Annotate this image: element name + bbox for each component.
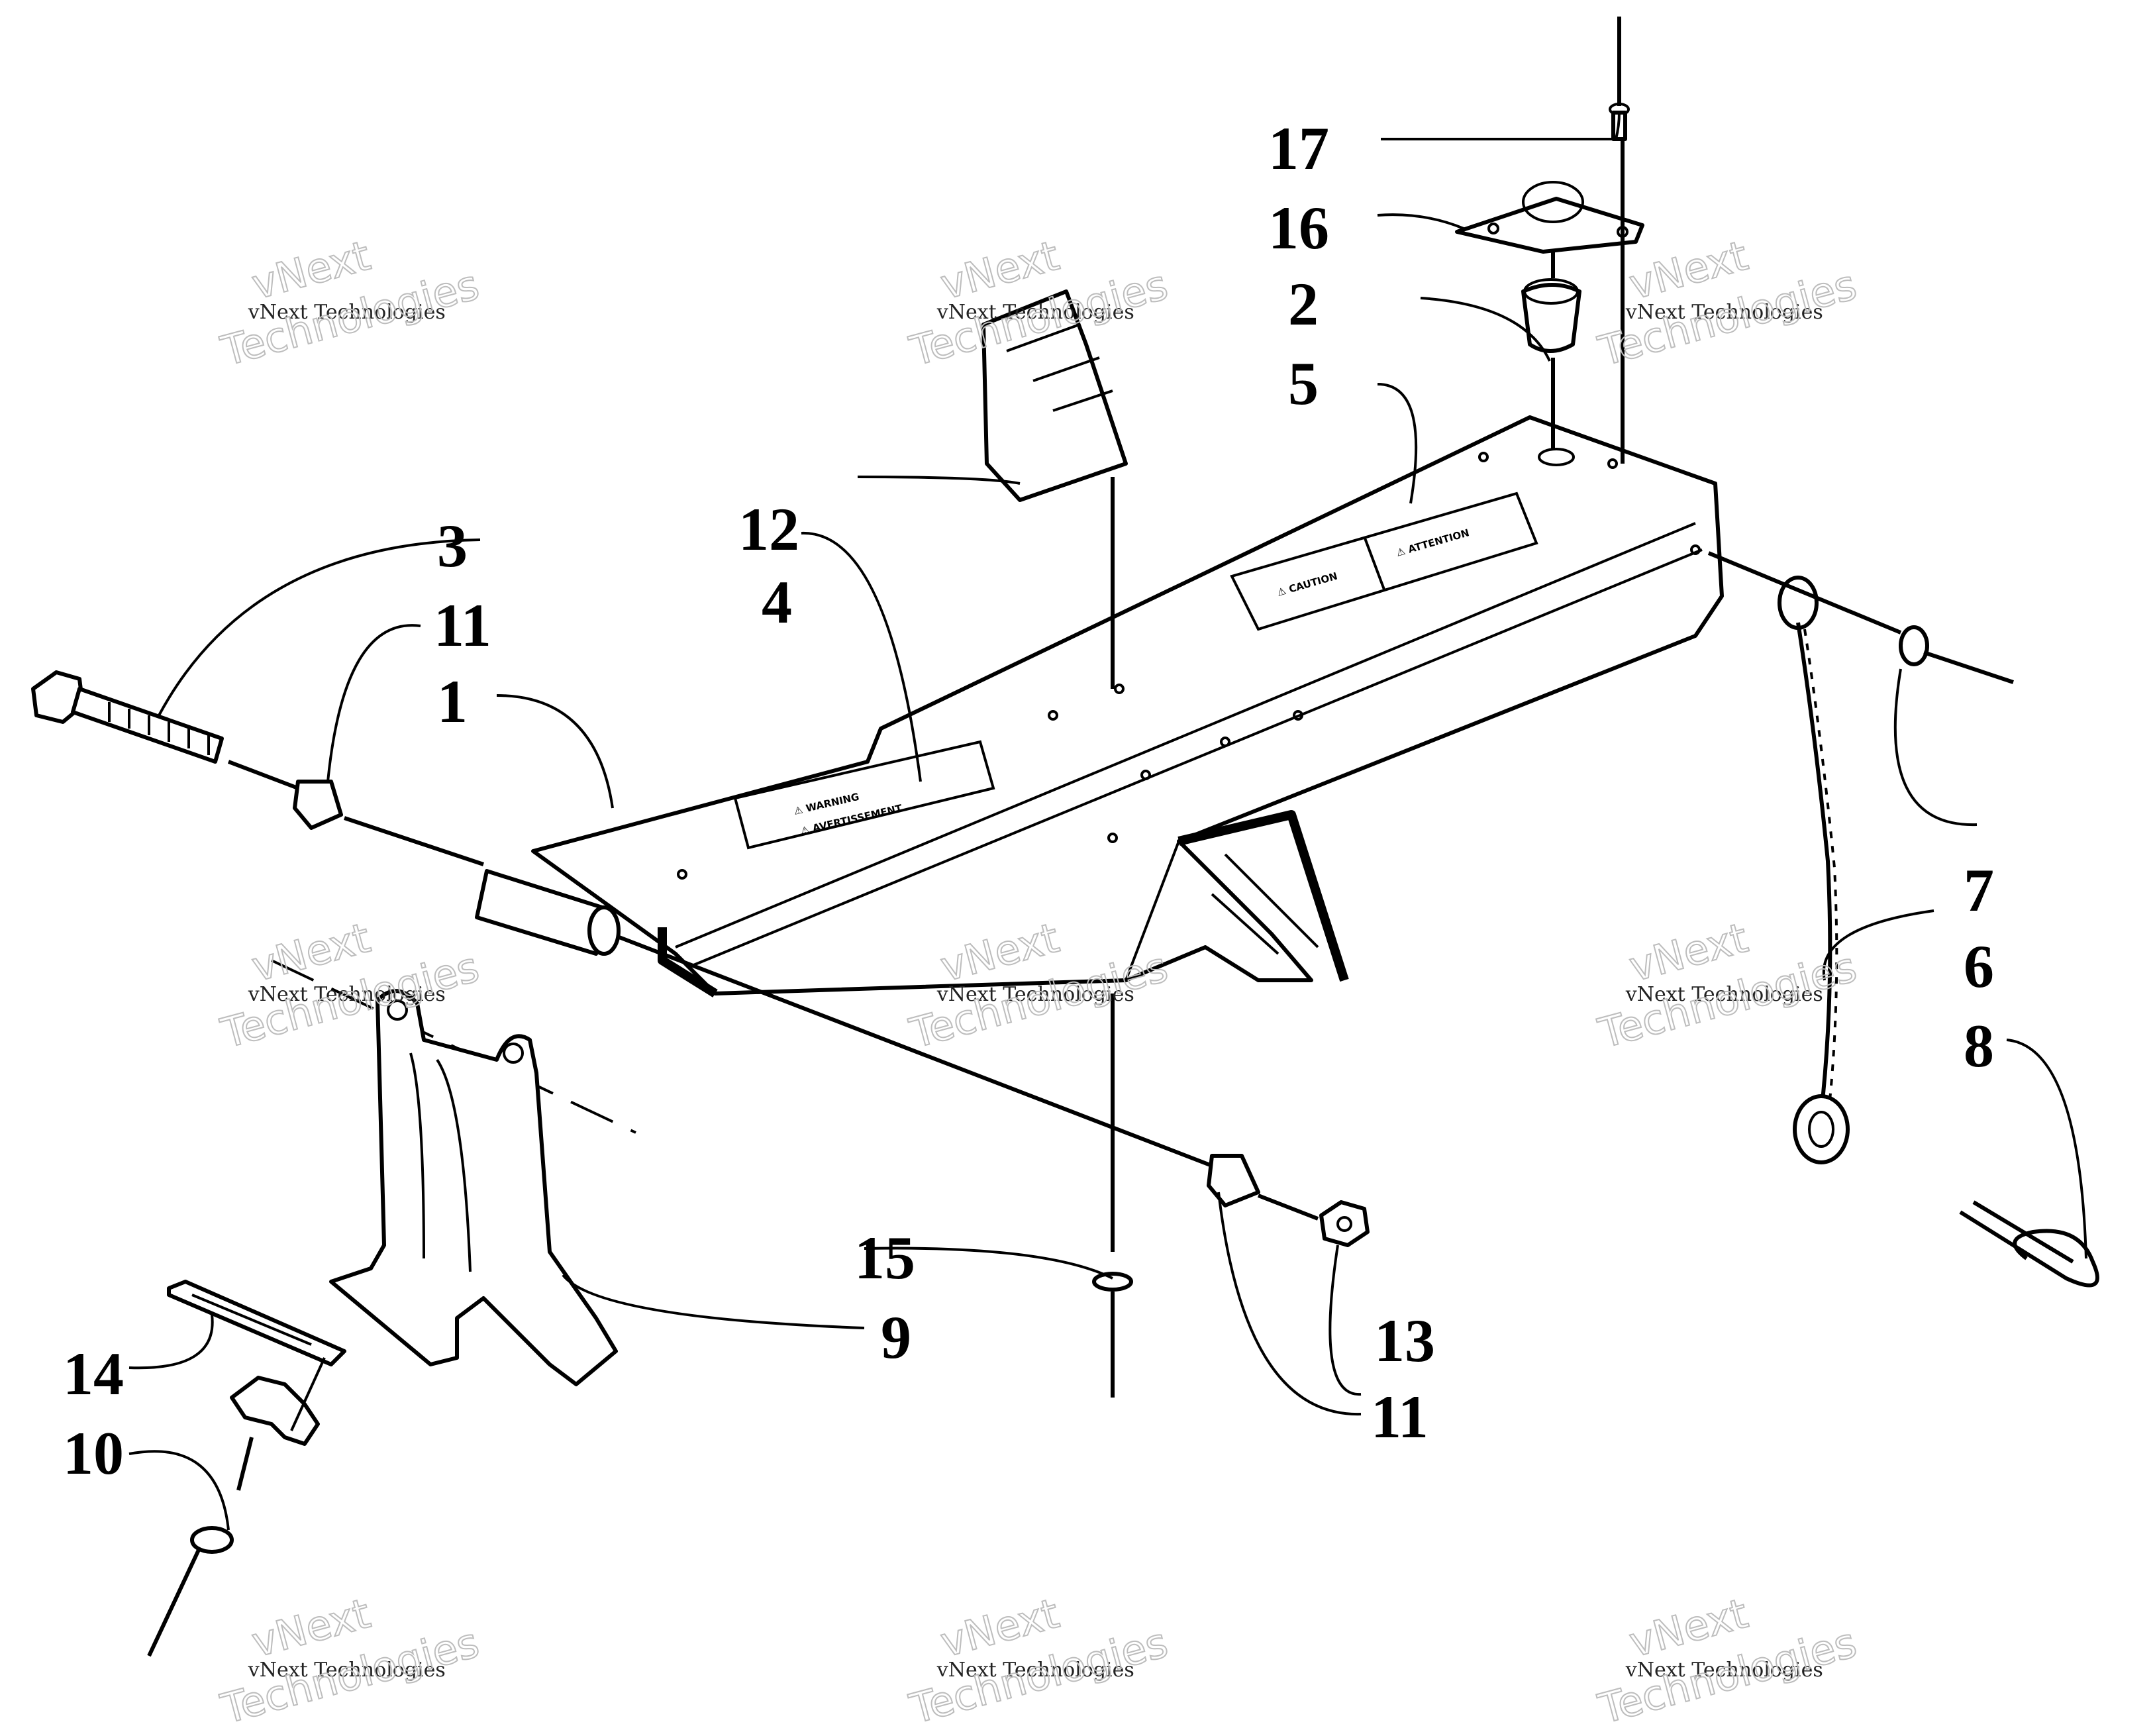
bolt-3 xyxy=(31,670,299,790)
callout-10: 10 xyxy=(63,1419,124,1487)
callout-11-upper: 11 xyxy=(434,591,491,659)
grommet-2 xyxy=(1521,278,1581,450)
rivet-7 xyxy=(1707,551,2014,684)
callout-4: 4 xyxy=(762,568,792,636)
callout-2: 2 xyxy=(1288,270,1319,338)
mount-16 xyxy=(1455,181,1644,278)
callout-5: 5 xyxy=(1288,350,1319,417)
svg-text:vNext Technologies: vNext Technologies xyxy=(936,983,1134,1006)
callout-9: 9 xyxy=(881,1303,911,1371)
nut-12 xyxy=(1319,1200,1370,1247)
bushing-11-left xyxy=(293,780,484,866)
callout-17: 17 xyxy=(1268,115,1329,182)
svg-text:vNext Technologies: vNext Technologies xyxy=(248,1659,446,1682)
callout-14: 15 xyxy=(854,1224,915,1292)
knob-10 xyxy=(147,1357,326,1657)
watermark-br: vNext vNext Technologies Technologies xyxy=(1593,1588,1862,1734)
watermark-tl: vNext vNext Technologies Technologies xyxy=(215,230,485,376)
plate-15 xyxy=(167,1280,346,1366)
callout-1: 1 xyxy=(437,668,468,735)
bushing-11-right xyxy=(1207,1154,1319,1221)
callout-6: 6 xyxy=(1964,933,1994,1000)
hinge-bracket-9 xyxy=(271,959,636,1386)
tray-body xyxy=(531,415,1724,997)
watermark-mr: vNext vNext Technologies Technologies xyxy=(1593,913,1862,1058)
hairpin-clip-8 xyxy=(1959,1200,2099,1288)
cable-6 xyxy=(1778,576,1850,1164)
watermark-bl: vNext vNext Technologies Technologies xyxy=(215,1588,485,1734)
svg-text:vNext Technologies: vNext Technologies xyxy=(248,301,446,324)
callout-15: 14 xyxy=(63,1340,124,1407)
callout-3: 3 xyxy=(437,512,468,580)
svg-text:vNext Technologies: vNext Technologies xyxy=(936,301,1134,324)
callout-8: 8 xyxy=(1964,1012,1994,1080)
callouts: 3 11 1 4 12 17 16 2 5 7 6 8 15 9 13 11 1… xyxy=(63,115,1994,1487)
svg-text:vNext Technologies: vNext Technologies xyxy=(1625,301,1823,324)
callout-12: 13 xyxy=(1374,1307,1435,1374)
decal-caution: ⚠ CAUTION ⚠ ATTENTION xyxy=(1230,491,1538,631)
callout-16: 16 xyxy=(1268,194,1329,262)
callout-13: 12 xyxy=(738,495,799,563)
bracket-13 xyxy=(981,289,1128,689)
svg-text:vNext Technologies: vNext Technologies xyxy=(936,1659,1134,1682)
watermark-ml: vNext vNext Technologies Technologies xyxy=(215,913,485,1058)
leader-lines xyxy=(128,112,2087,1531)
svg-text:vNext Technologies: vNext Technologies xyxy=(248,983,446,1006)
rivet-14 xyxy=(1092,994,1133,1398)
watermark-bc: vNext vNext Technologies Technologies xyxy=(904,1588,1174,1734)
callout-11-lower: 11 xyxy=(1371,1383,1428,1451)
callout-7: 7 xyxy=(1964,856,1994,924)
svg-text:vNext Technologies: vNext Technologies xyxy=(1625,983,1823,1006)
svg-text:vNext Technologies: vNext Technologies xyxy=(1625,1659,1823,1682)
